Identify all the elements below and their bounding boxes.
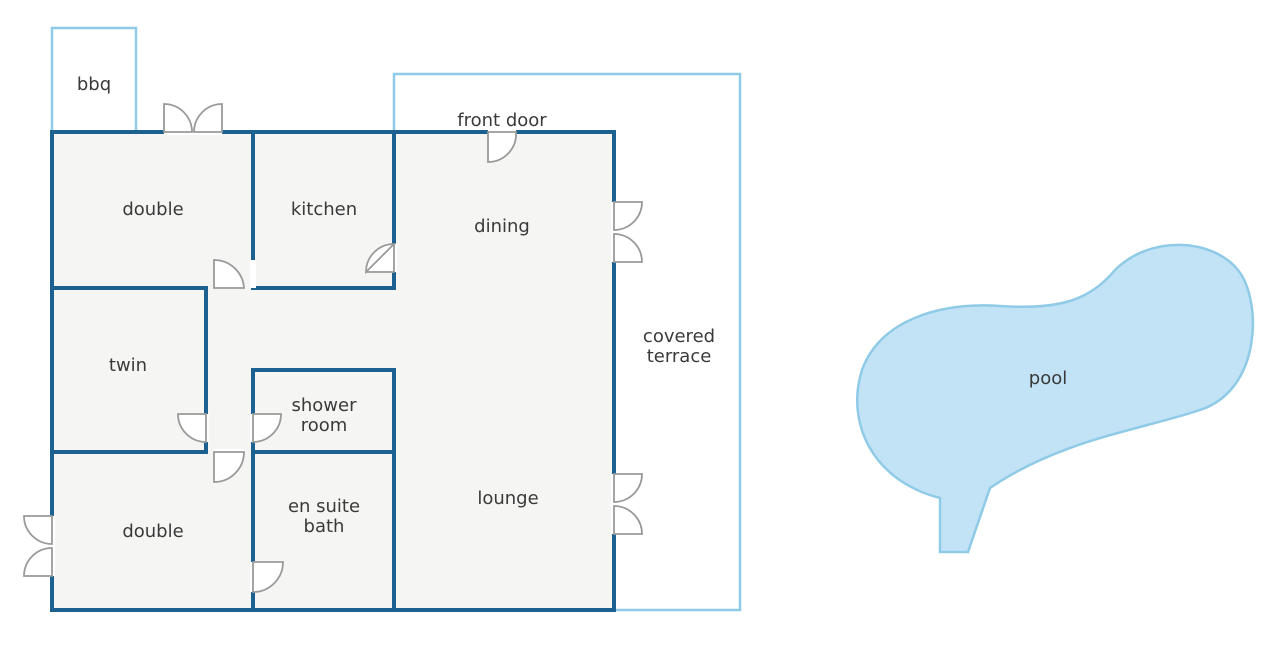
label-covered-terrace-line1: covered bbox=[643, 326, 715, 347]
twin-door bbox=[177, 413, 207, 443]
covered-terrace-area bbox=[392, 72, 742, 612]
dining-terrace-door-bottom bbox=[613, 233, 643, 263]
label-shower-room-line2: room bbox=[301, 415, 348, 436]
dining-terrace-door-top bbox=[613, 201, 643, 231]
double-window-door-bottom bbox=[23, 547, 53, 577]
pool-shape bbox=[856, 243, 1255, 554]
walls bbox=[50, 130, 616, 612]
shower-door bbox=[252, 413, 282, 443]
doors bbox=[23, 103, 643, 593]
exterior-wall bbox=[50, 130, 616, 612]
double-bottom-door bbox=[213, 451, 245, 483]
label-dining: dining bbox=[474, 216, 530, 237]
label-lounge: lounge bbox=[477, 488, 538, 509]
patio-door-right bbox=[193, 103, 223, 133]
label-kitchen: kitchen bbox=[291, 199, 357, 220]
patio-door-left bbox=[163, 103, 193, 133]
label-covered-terrace-line2: terrace bbox=[647, 346, 712, 367]
label-front-door: front door bbox=[457, 110, 547, 131]
double-bedroom-door bbox=[213, 259, 245, 289]
label-shower-room-line1: shower bbox=[292, 395, 358, 416]
label-en-suite-line2: bath bbox=[304, 516, 345, 537]
label-double-top: double bbox=[122, 199, 183, 220]
lounge-terrace-door-bottom bbox=[613, 505, 643, 535]
label-double-bottom: double bbox=[122, 521, 183, 542]
label-twin: twin bbox=[109, 355, 147, 376]
front-door bbox=[487, 131, 517, 163]
lounge-terrace-door-top bbox=[613, 473, 643, 503]
label-en-suite-line1: en suite bbox=[288, 496, 360, 517]
label-pool: pool bbox=[1029, 368, 1067, 389]
ensuite-door bbox=[252, 561, 284, 593]
label-bbq: bbq bbox=[77, 74, 111, 95]
kitchen-door bbox=[365, 243, 397, 275]
double-window-door-top bbox=[23, 515, 53, 545]
